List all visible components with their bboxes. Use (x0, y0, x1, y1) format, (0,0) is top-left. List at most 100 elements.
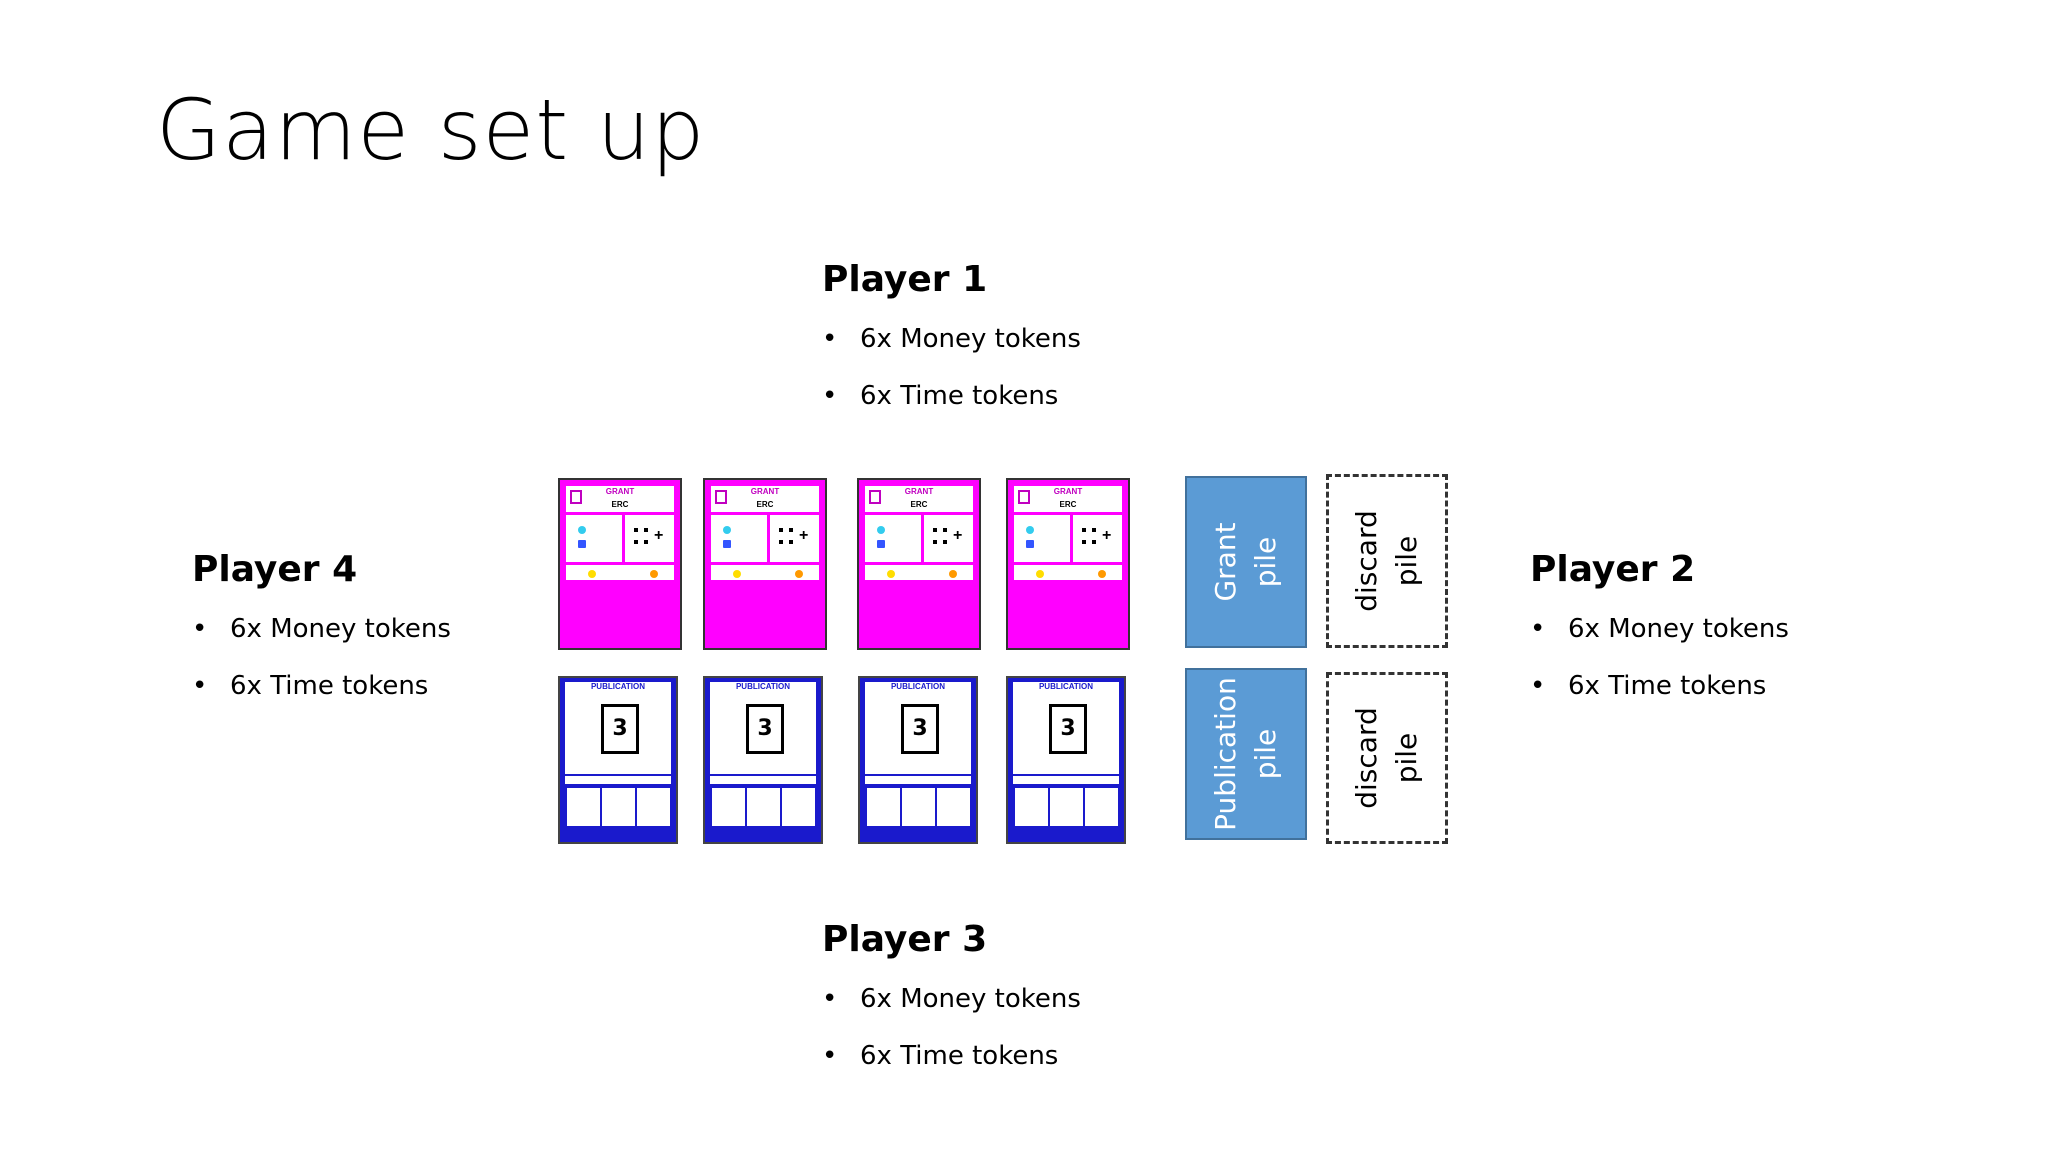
time-token-icon (578, 526, 586, 534)
yellow-token-icon (1036, 570, 1044, 578)
grant-card[interactable]: GRANT ERC + (1006, 478, 1130, 650)
orange-token-icon (949, 570, 957, 578)
publication-card-number: 3 (746, 704, 784, 754)
dot-icon (1092, 528, 1096, 532)
divider (566, 512, 674, 515)
dot-icon (634, 528, 638, 532)
dot-icon (634, 540, 638, 544)
list-item: 6x Money tokens (192, 616, 451, 642)
divider (865, 562, 973, 565)
divider (921, 512, 924, 564)
slide-title: Game set up (156, 81, 706, 179)
grant-discard-label-line1: discard (1350, 510, 1383, 612)
grant-pile-label: Grant pile (1206, 522, 1286, 601)
publication-discard-label-line2: pile (1390, 732, 1423, 784)
player-1-heading: Player 1 (822, 259, 988, 300)
document-icon (1018, 490, 1030, 504)
list-item: 6x Time tokens (822, 1043, 1081, 1069)
dot-icon (933, 528, 937, 532)
divider (711, 562, 819, 565)
publication-discard-label-line1: discard (1350, 707, 1383, 809)
publication-card-title: PUBLICATION (890, 682, 946, 691)
card-strip (565, 776, 671, 784)
list-item: 6x Money tokens (822, 986, 1081, 1012)
dot-icon (1082, 540, 1086, 544)
publication-card[interactable]: PUBLICATION 3 (1006, 676, 1126, 844)
publication-discard-pile-label: discard pile (1347, 707, 1427, 809)
cost-cell (782, 788, 815, 826)
plus-icon: + (1102, 527, 1112, 544)
time-token-icon (877, 526, 885, 534)
divider (865, 512, 973, 515)
dot-icon (789, 540, 793, 544)
dot-icon (943, 528, 947, 532)
player-1-list: 6x Money tokens 6x Time tokens (822, 326, 1081, 409)
time-token-icon (1026, 526, 1034, 534)
cost-cell (712, 788, 745, 826)
money-token-icon (723, 540, 731, 548)
plus-icon: + (799, 527, 809, 544)
money-token-icon (578, 540, 586, 548)
player-2-list: 6x Money tokens 6x Time tokens (1530, 616, 1789, 699)
grant-card-title: GRANT (904, 487, 934, 496)
money-token-icon (1026, 540, 1034, 548)
cost-cell (867, 788, 900, 826)
cost-cell (602, 788, 635, 826)
divider (767, 512, 770, 564)
grant-card-title: GRANT (1053, 487, 1083, 496)
orange-token-icon (650, 570, 658, 578)
orange-token-icon (1098, 570, 1106, 578)
divider (711, 512, 819, 515)
player-4-list: 6x Money tokens 6x Time tokens (192, 616, 451, 699)
dot-icon (789, 528, 793, 532)
list-item: 6x Money tokens (1530, 616, 1789, 642)
player-2-heading: Player 2 (1530, 549, 1696, 590)
dot-icon (779, 528, 783, 532)
publication-discard-pile[interactable]: discard pile (1326, 672, 1448, 844)
divider (1014, 512, 1122, 515)
cost-cell (747, 788, 780, 826)
divider (1070, 512, 1073, 564)
yellow-token-icon (887, 570, 895, 578)
yellow-token-icon (733, 570, 741, 578)
plus-icon: + (953, 527, 963, 544)
dot-icon (779, 540, 783, 544)
divider (566, 562, 674, 565)
card-strip (710, 776, 816, 784)
grant-pile[interactable]: Grant pile (1185, 476, 1307, 648)
publication-card-number: 3 (1049, 704, 1087, 754)
publication-card-title: PUBLICATION (1038, 682, 1094, 691)
publication-card-face: PUBLICATION 3 (1013, 682, 1119, 774)
player-3-block: Player 3 6x Money tokens 6x Time tokens (822, 922, 1081, 1100)
divider (622, 512, 625, 564)
cost-cell (1085, 788, 1118, 826)
dot-icon (943, 540, 947, 544)
card-strip (1013, 776, 1119, 784)
dot-icon (644, 528, 648, 532)
dot-icon (1082, 528, 1086, 532)
publication-card-title: PUBLICATION (590, 682, 646, 691)
time-token-icon (723, 526, 731, 534)
grant-card-face: GRANT ERC + (1011, 483, 1125, 583)
document-icon (715, 490, 727, 504)
publication-pile[interactable]: Publication pile (1185, 668, 1307, 840)
dot-icon (1092, 540, 1096, 544)
grant-discard-pile[interactable]: discard pile (1326, 474, 1448, 648)
grant-card-subtitle: ERC (1059, 500, 1077, 509)
money-token-icon (877, 540, 885, 548)
grant-card-title: GRANT (750, 487, 780, 496)
publication-pile-label-line2: pile (1249, 728, 1282, 780)
publication-pile-label-line1: Publication (1209, 677, 1242, 831)
grant-pile-label-line2: pile (1249, 536, 1282, 588)
cost-cell (637, 788, 670, 826)
document-icon (570, 490, 582, 504)
